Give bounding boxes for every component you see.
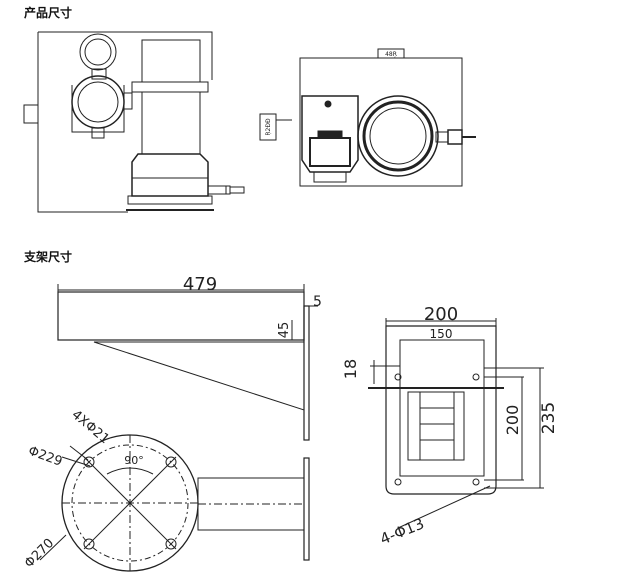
top-width-label: 200 [424,304,458,325]
lamp-clamp [317,130,343,139]
length-label: 479 [183,274,217,295]
camera-housing [71,75,125,129]
bracket-arm [57,291,305,341]
side-tag-box [259,113,277,141]
cable-end [225,186,245,194]
bracket-flange-view [39,434,310,572]
bracket-side-view [57,284,318,441]
plate-window [407,391,465,461]
product-size-heading: 产品尺寸 [24,6,73,20]
holes-label: 4-Φ13 [377,514,426,548]
inner-height-label: 200 [503,405,522,436]
flange-hole-br [165,538,177,550]
side-view-frame [37,31,213,213]
flange-diameter-leader [39,534,67,561]
product-front-view [259,48,476,187]
angle-arc [106,467,154,475]
inner-width-label: 150 [430,327,453,341]
pan-base [131,153,209,197]
flange-holes-label: 4XΦ21 [69,407,112,447]
top-tag-label: 48Ŗ [385,51,397,58]
front-housing-outer [357,95,439,177]
wall-plate [303,305,310,441]
bracket-plate-view [368,318,544,529]
column-top [141,39,201,83]
lamp-module [309,137,351,167]
camera-base [91,127,105,139]
front-connector [447,129,463,145]
side-connector [23,104,39,124]
plate-outline [385,325,497,495]
edge-offset-label: 18 [341,359,360,379]
holes-leader [397,485,491,529]
flange-hole-tr [165,456,177,468]
top-tag-box [377,48,405,59]
bracket-size-heading: 支架尺寸 [24,250,73,264]
plate-hole-tl [394,373,402,381]
lamp-window-top [84,38,112,66]
product-side-view [23,31,245,213]
plate-hole-tr [472,373,480,381]
flange-diameter-label: Φ270 [22,536,57,571]
bolt-circle [71,444,189,562]
column-body [141,91,201,155]
outer-height-label: 235 [539,402,559,434]
angle-label: 90° [124,454,144,467]
camera-window [77,81,119,123]
lamp-foot [313,171,347,183]
column-collar [131,81,209,93]
flange-wall-plate [303,457,310,561]
lamp-indicator [324,100,332,108]
camera-body [71,85,125,133]
bolt-circle-leader [61,456,91,467]
flange-hole-bl [83,538,95,550]
front-window [369,107,427,165]
mount-plate [127,195,213,205]
lamp-housing-top [79,33,117,71]
plate-hole-br [472,478,480,486]
front-housing-ring [362,100,434,172]
flange-holes-leader [69,445,89,461]
lamp-body [301,95,359,173]
flange-diag-2 [83,456,177,550]
cable-gland [207,185,231,195]
bolt-circle-label: Φ229 [26,444,64,470]
diagonal-brace [93,341,305,411]
side-tag-label: Ṛ2ĐĐ [265,118,272,136]
plate-hole-bl [394,478,402,486]
thickness-label: 5 [313,294,322,310]
lamp-neck [91,68,107,80]
height-label: 45 [277,322,292,339]
flange-hole-tl [83,456,95,468]
camera-side-mount [123,92,133,110]
